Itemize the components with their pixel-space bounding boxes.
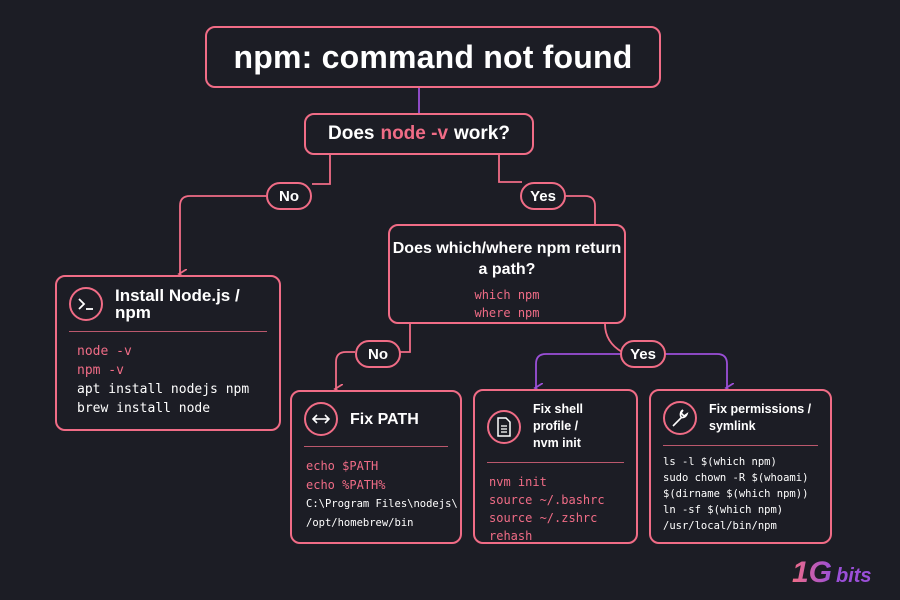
question-suffix: work? — [454, 123, 510, 144]
command-line: sudo chown -R $(whoami) — [663, 472, 809, 484]
question-command-where: where npm — [474, 306, 540, 320]
question-command-which: which npm — [474, 288, 540, 302]
title-box: npm: command not found — [205, 26, 661, 88]
connector-q2-yes — [604, 323, 623, 353]
label-yes-node: Yes — [520, 182, 566, 210]
divider — [487, 462, 624, 463]
card-install-node: Install Node.js / npm node -v npm -v apt… — [55, 275, 281, 431]
command-line: brew install node — [77, 401, 211, 416]
card-title: Install Node.js / npm — [115, 286, 240, 322]
command-line: ln -sf $(which npm) — [663, 504, 784, 516]
card-title-line: Fix shell profile / — [533, 402, 584, 433]
card-fix-permissions: Fix permissions / symlink ls -l $(which … — [649, 389, 832, 544]
logo-number: 1G — [792, 556, 832, 589]
connector-no-to-path — [336, 351, 355, 389]
card-title: Fix PATH — [350, 410, 419, 428]
card-fix-path: Fix PATH echo $PATH echo %PATH% C:\Progr… — [290, 390, 462, 544]
question-npm-text: Does which/where npm return a path? — [392, 240, 622, 278]
card-title-line: nvm init — [533, 436, 581, 450]
connector-q2-no — [398, 324, 411, 353]
command-line: C:\Program Files\nodejs\ — [306, 498, 458, 510]
connector-yes-to-q2 — [565, 195, 596, 224]
connector-no-to-install — [180, 195, 266, 274]
command-line: ls -l $(which npm) — [663, 456, 777, 468]
command-line: /usr/local/bin/npm — [663, 520, 777, 532]
command-line: rehash — [489, 529, 533, 543]
command-line: source ~/.zshrc — [489, 511, 598, 525]
card-title-line: symlink — [709, 419, 756, 433]
terminal-icon — [69, 287, 103, 321]
document-icon — [487, 409, 521, 444]
connector-yes-to-perm — [665, 353, 727, 388]
wrench-icon — [663, 401, 697, 435]
question-node-version: Does node -v work? — [304, 113, 534, 155]
arrows-horizontal-icon — [304, 402, 338, 436]
question-npm-path: Does which/where npm return a path? whic… — [388, 224, 626, 324]
command-line: nvm init — [489, 475, 547, 489]
divider — [663, 445, 818, 446]
command-line: apt install nodejs npm — [77, 382, 250, 397]
command-line: /opt/homebrew/bin — [306, 517, 414, 529]
connector-q1-yes — [498, 155, 522, 183]
card-fix-shell-profile: Fix shell profile / nvm init nvm init so… — [473, 389, 638, 544]
divider — [304, 446, 448, 447]
command-line: npm -v — [77, 363, 124, 378]
command-line: echo %PATH% — [306, 478, 386, 492]
brand-logo: 1G bits — [792, 556, 872, 589]
command-line: source ~/.bashrc — [489, 493, 605, 507]
divider — [69, 331, 267, 332]
command-line: node -v — [77, 344, 132, 359]
question-prefix: Does — [328, 123, 375, 144]
label-no-node: No — [266, 182, 312, 210]
connector-q1-no — [312, 155, 331, 185]
question-command: node -v — [380, 123, 449, 144]
logo-word: bits — [836, 565, 872, 587]
label-no-path: No — [355, 340, 401, 368]
page-title: npm: command not found — [233, 38, 633, 75]
card-title-line: Fix permissions / — [709, 402, 812, 416]
command-line: echo $PATH — [306, 459, 379, 473]
connector-yes-to-shell — [536, 353, 621, 388]
command-line: $(dirname $(which npm)) — [663, 488, 809, 500]
label-yes-path: Yes — [620, 340, 666, 368]
